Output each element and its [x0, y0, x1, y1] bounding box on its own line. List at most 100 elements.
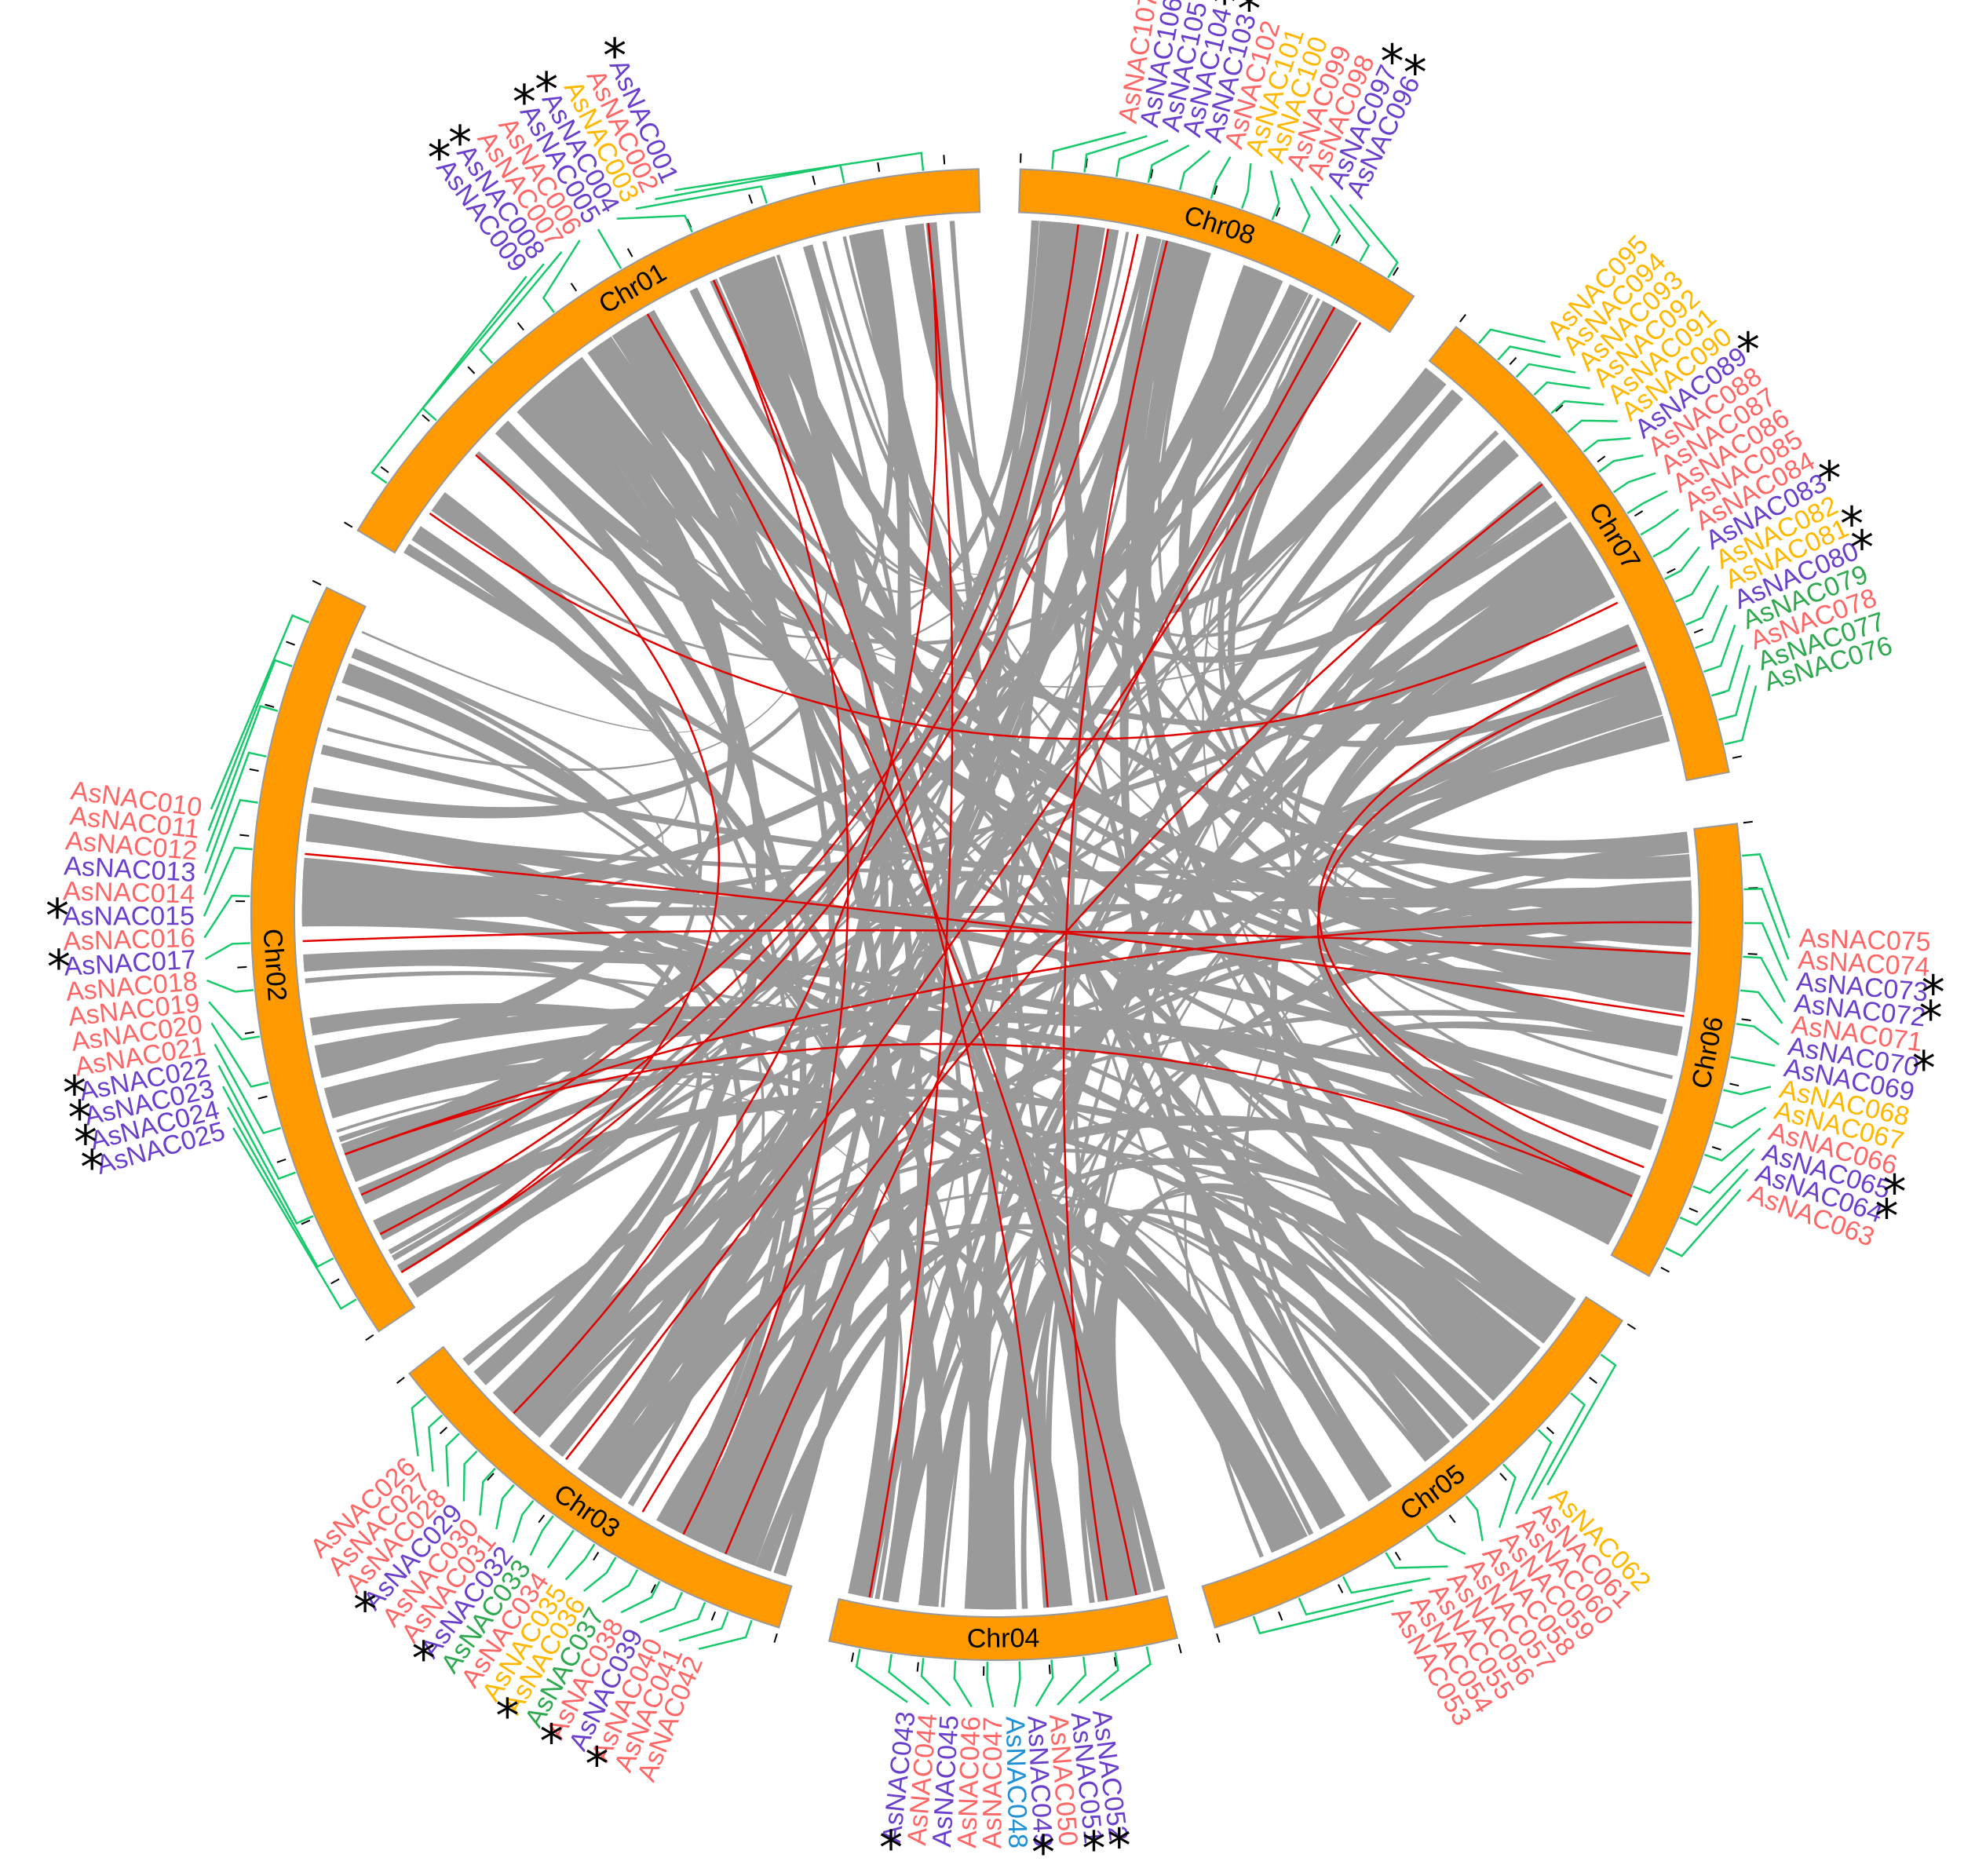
- collinearity-ribbon: [711, 231, 912, 1554]
- gene-connector-line: [221, 1086, 314, 1225]
- star-marker: *: [1031, 1826, 1055, 1876]
- gene-label-asnac016: AsNAC016: [63, 923, 195, 957]
- chromosome-tick: [1555, 404, 1564, 412]
- star-marker: *: [448, 116, 472, 171]
- chromosome-tick: [276, 1158, 287, 1163]
- chromosome-tick: [257, 1095, 268, 1100]
- star-marker: *: [412, 1631, 436, 1686]
- gene-connector-line: [1099, 1646, 1152, 1702]
- collinearity-ribbon: [1020, 661, 1647, 1609]
- chromosome-tick: [1448, 1514, 1456, 1524]
- gene-connector-line: [205, 705, 279, 852]
- chromosome-tick: [380, 466, 389, 473]
- gene-connector-line: [479, 251, 563, 364]
- gene-connector-line: [1710, 644, 1744, 697]
- collinearity-ribbon: [849, 231, 1387, 1502]
- chromosome-tick: [422, 414, 430, 422]
- collinearity-ribbon: [1037, 1243, 1296, 1608]
- chromosome-tick: [1113, 1657, 1117, 1667]
- gene-label-asnac017: AsNAC017: [64, 945, 197, 982]
- star-marker: *: [1381, 35, 1404, 89]
- star-marker: *: [1404, 46, 1427, 100]
- collinearity-ribbon: [517, 396, 1659, 1148]
- chromosome-label: Chr02: [257, 928, 292, 1002]
- gene-connector-line: [1685, 585, 1720, 626]
- gene-connector-line: [1013, 1661, 1021, 1707]
- gene-connector-line: [1741, 853, 1791, 939]
- star-marker: *: [1912, 1042, 1936, 1097]
- chromosome-tick: [1394, 1551, 1401, 1561]
- chromosome-tick: [1499, 1473, 1507, 1481]
- gene-connector-line: [855, 1648, 908, 1703]
- chromosome-tick: [877, 162, 881, 172]
- chromosome-tick: [773, 1633, 778, 1643]
- star-marker: *: [1882, 1165, 1906, 1220]
- segmental-duplication-link: [400, 454, 721, 1273]
- segmental-duplication-link: [429, 512, 1619, 740]
- gene-connector-line: [1665, 1188, 1742, 1257]
- segmental-duplication-link: [868, 223, 954, 1598]
- chromosome-tick: [1660, 1266, 1670, 1273]
- gene-connector-line: [1743, 888, 1790, 960]
- gene-connector-line: [674, 151, 925, 192]
- collinearity-ribbon: [1202, 297, 1572, 1308]
- collinearity-ribbon: [995, 906, 1692, 1610]
- segmental-duplication-link: [305, 852, 1685, 1017]
- collinearity-ribbon: [1290, 483, 1637, 1199]
- gene-label-asnac014: AsNAC014: [63, 876, 195, 909]
- gene-connector-line: [655, 164, 845, 200]
- gene-connector-line: [1724, 685, 1758, 746]
- gene-label-asnac046: AsNAC046: [952, 1716, 986, 1849]
- collinearity-ribbon: [301, 284, 1309, 913]
- segmental-duplication-link: [379, 228, 1109, 1235]
- chromosome-tick: [1634, 510, 1644, 517]
- gene-connector-line: [206, 979, 254, 993]
- collinearity-ribbon: [564, 356, 1691, 976]
- chromosome-chr03: [407, 1345, 793, 1629]
- collinearity-ribbon: [301, 889, 1692, 918]
- chromosome-tick: [301, 1219, 311, 1225]
- chromosome-tick: [1589, 1377, 1597, 1384]
- gene-connector-line: [597, 228, 622, 269]
- chromosome-chr06: [1610, 823, 1743, 1277]
- chromosome-tick: [286, 641, 295, 646]
- collinearity-ribbon: [352, 483, 1548, 1182]
- chromosome-tick: [312, 579, 322, 586]
- gene-connector-line: [1531, 1392, 1586, 1501]
- segmental-duplication-link: [302, 929, 1691, 955]
- star-marker: *: [1237, 0, 1261, 37]
- gene-connector-line: [1240, 163, 1252, 210]
- gene-connector-line: [620, 1580, 661, 1614]
- collinearity-ribbon: [718, 1203, 1445, 1556]
- chromosome-tick: [1275, 206, 1281, 217]
- star-marker: *: [1163, 0, 1187, 20]
- gene-connector-line: [1533, 381, 1590, 396]
- gene-connector-line: [678, 1611, 729, 1642]
- gene-connector-line: [1078, 1652, 1119, 1704]
- gene-connector-line: [1349, 203, 1399, 279]
- chromosome-tick: [265, 703, 275, 708]
- star-marker: *: [46, 889, 69, 944]
- chromosome-chr01: [356, 168, 981, 554]
- gene-connector-line: [1583, 436, 1631, 453]
- chromosome-tick: [1688, 1207, 1699, 1213]
- collinearity-ribbon: [1108, 1173, 1551, 1596]
- collinearity-ribbon: [1269, 578, 1615, 1401]
- chromosome-chr08: [1018, 168, 1415, 334]
- star-marker: *: [1840, 497, 1864, 552]
- collinearity-links: [301, 220, 1692, 1610]
- collinearity-ribbon: [309, 1003, 1308, 1546]
- chromosome-tick: [237, 965, 247, 969]
- chromosome-tick: [1509, 356, 1517, 366]
- chromosome-tick: [344, 521, 353, 528]
- gene-connector-line: [1178, 150, 1210, 191]
- segmental-duplication-link: [360, 224, 1079, 1196]
- gene-connector-line: [1550, 400, 1604, 414]
- gene-connector-line: [428, 1414, 444, 1472]
- chromosome-tick: [1732, 755, 1743, 759]
- chromosome-tick: [626, 248, 633, 257]
- gene-connector-line: [1730, 1056, 1776, 1067]
- gene-connector-line: [616, 214, 693, 233]
- star-marker: *: [1188, 0, 1212, 24]
- gene-connector-line: [1740, 989, 1783, 1024]
